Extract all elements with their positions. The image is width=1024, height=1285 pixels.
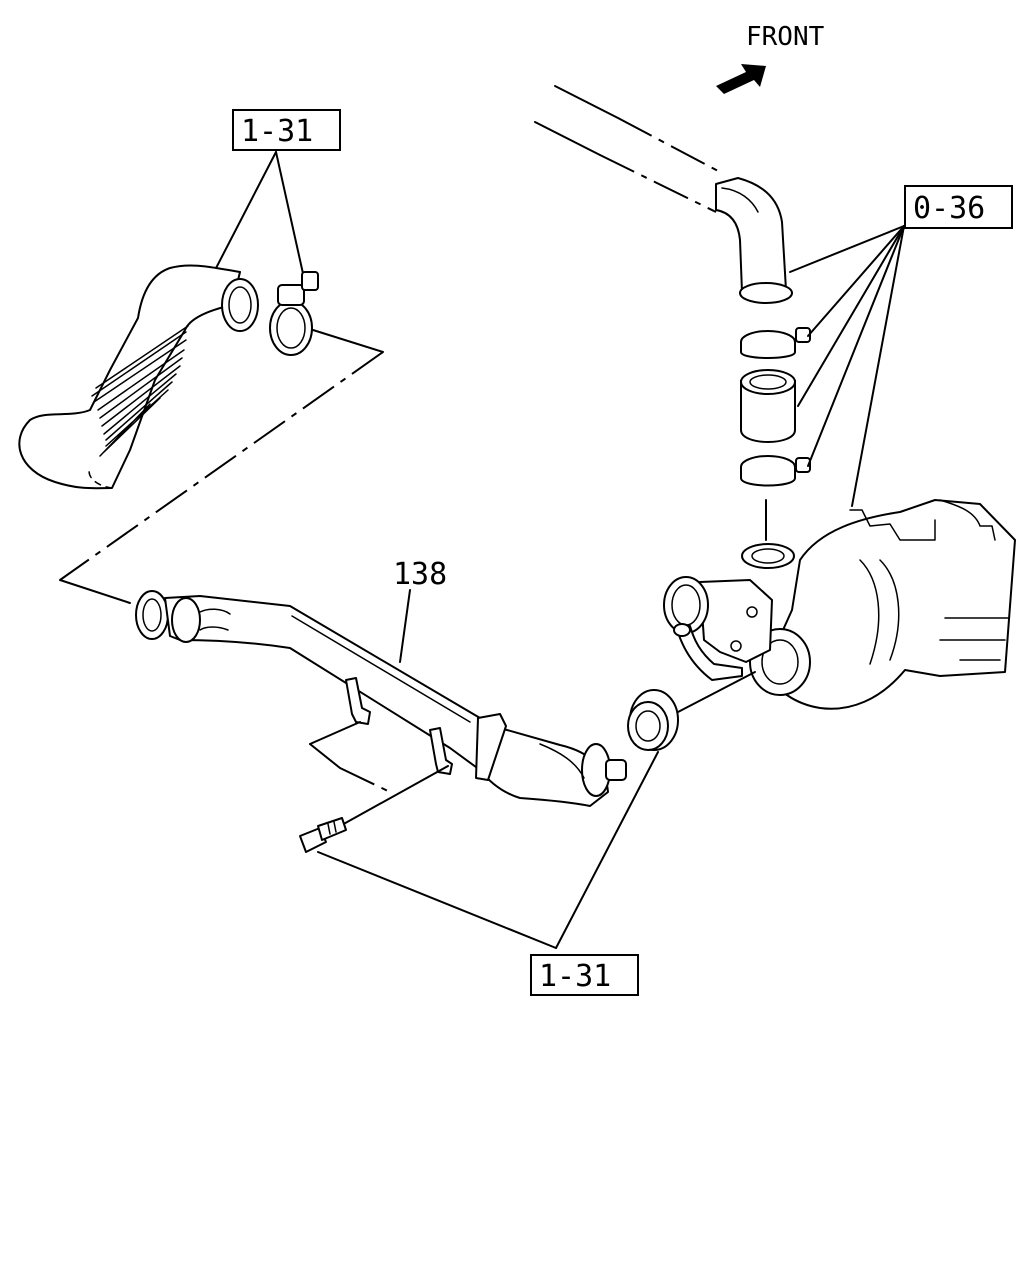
front-indicator: FRONT bbox=[716, 22, 825, 94]
compressor-assembly bbox=[663, 499, 1016, 710]
pipe-brackets bbox=[345, 677, 453, 775]
part-number-label: 138 bbox=[393, 557, 447, 592]
callout-box bbox=[232, 109, 341, 151]
callout-right: 0-36 bbox=[789, 185, 1013, 507]
callout-label: 0-36 bbox=[913, 191, 985, 226]
hose-clamp-top bbox=[269, 271, 319, 356]
grommet bbox=[627, 671, 756, 751]
callout-label: 1-31 bbox=[539, 959, 611, 994]
coupler-stack bbox=[740, 327, 811, 569]
callout-box bbox=[530, 954, 639, 996]
intake-pipe bbox=[135, 590, 627, 807]
callout-label: 1-31 bbox=[241, 114, 313, 149]
upper-pipe bbox=[534, 85, 793, 304]
callout-box bbox=[904, 185, 1013, 229]
bolt-icon bbox=[299, 817, 347, 853]
corrugated-hose bbox=[18, 264, 259, 490]
alignment-lines-left bbox=[59, 329, 384, 604]
part-number-138: 138 bbox=[393, 557, 447, 663]
arrow-up-right-icon bbox=[716, 64, 766, 94]
callout-top-left: 1-31 bbox=[213, 109, 341, 279]
callout-bottom: 1-31 bbox=[317, 751, 659, 996]
bolt-alignment bbox=[299, 721, 449, 853]
leader-line bbox=[213, 151, 277, 273]
front-label: FRONT bbox=[746, 22, 825, 52]
leader-line bbox=[275, 151, 305, 279]
